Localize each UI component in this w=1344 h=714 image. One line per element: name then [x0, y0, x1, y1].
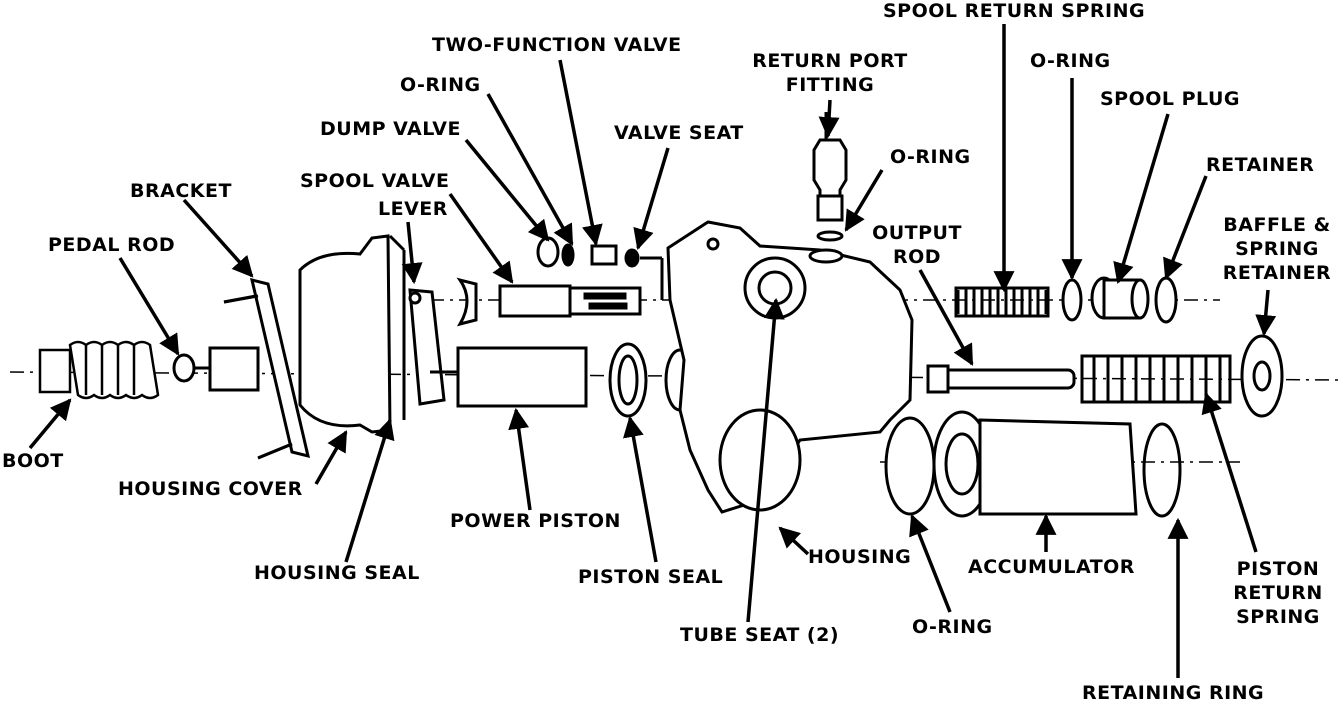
o-ring-part: [1061, 278, 1083, 322]
label-housing-seal: HOUSING SEAL: [254, 562, 420, 584]
pedal-rod-part: [172, 346, 260, 392]
power-piston-part: [430, 346, 588, 408]
label-spool-return-spring: SPOOL RETURN SPRING: [883, 0, 1146, 22]
label-output-rod: ROD: [892, 246, 942, 268]
label-return-port-fitting: FITTING: [785, 74, 875, 96]
label-spool-plug: SPOOL PLUG: [1100, 88, 1241, 110]
leader-lines: [28, 24, 1277, 678]
label-housing: HOUSING: [808, 546, 912, 568]
label-return-port: RETURN PORT: [752, 50, 908, 72]
label-piston-return: RETURN: [1233, 582, 1323, 604]
label-spool-valve: SPOOL VALVE: [300, 170, 450, 192]
label-tube-seat: TUBE SEAT (2): [680, 624, 840, 646]
label-baffle-spring: SPRING: [1235, 238, 1319, 260]
label-pedal-rod: PEDAL ROD: [48, 234, 176, 256]
label-two-function-valve: TWO-FUNCTION VALVE: [432, 34, 682, 56]
piston-seal-part: [608, 342, 648, 418]
label-output: OUTPUT: [872, 222, 962, 244]
dump-valve-part: [536, 236, 664, 300]
label-valve-seat: VALVE SEAT: [614, 122, 744, 144]
output-rod-part: [926, 364, 1076, 394]
baffle-spring-retainer-part: [1240, 334, 1284, 418]
label-o-ring-fitting: O-RING: [890, 146, 971, 168]
label-bracket: BRACKET: [130, 180, 232, 202]
label-baffle: BAFFLE &: [1223, 214, 1331, 236]
label-power-piston: POWER PISTON: [450, 510, 621, 532]
label-o-ring-accumulator: O-RING: [912, 616, 993, 638]
label-retainer: RETAINER: [1206, 154, 1315, 176]
retainer-part: [1154, 276, 1178, 324]
label-boot: BOOT: [2, 450, 64, 472]
label-o-ring-spool: O-RING: [1030, 50, 1111, 72]
spool-return-spring-part: [954, 286, 1050, 318]
label-piston: PISTON: [1236, 558, 1320, 580]
return-port-fitting-part: [812, 112, 848, 242]
label-lever: LEVER: [378, 198, 448, 220]
spool-plug-part: [1090, 276, 1150, 320]
mounting-studs: [223, 294, 293, 460]
label-o-ring-dump: O-RING: [400, 74, 481, 96]
label-piston-seal: PISTON SEAL: [578, 566, 724, 588]
piston-return-spring-part: [1080, 354, 1232, 404]
lever-part: [408, 288, 446, 406]
spool-valve-part: [456, 277, 642, 327]
housing-part: [666, 220, 914, 514]
label-baffle-retainer: RETAINER: [1222, 262, 1332, 284]
label-accumulator: ACCUMULATOR: [968, 556, 1135, 578]
housing-cover-part: [298, 234, 406, 434]
label-housing-cover: HOUSING COVER: [118, 478, 303, 500]
label-piston-return-spring: SPRING: [1236, 606, 1320, 628]
accumulator-part: [884, 410, 1182, 518]
label-retaining-ring: RETAINING RING: [1082, 682, 1265, 704]
label-dump-valve: DUMP VALVE: [320, 118, 461, 140]
boot-part: [38, 340, 160, 400]
